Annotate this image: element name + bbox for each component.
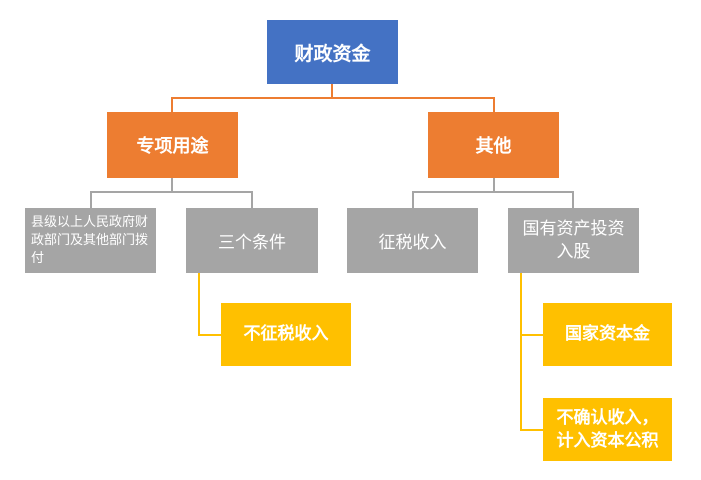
connector-conditions-leaf [198,273,221,336]
node-non-taxable-income: 不征税收入 [221,303,351,366]
connector-equity-leaves [520,273,543,431]
node-government-allocation: 县级以上人民政府财政部门及其他部门拨付 [25,208,156,273]
node-state-equity-investment: 国有资产投资入股 [508,208,639,273]
connector-right-bar [412,191,574,208]
node-taxable-income: 征税收入 [347,208,478,273]
node-other: 其他 [428,112,559,178]
node-special-purpose: 专项用途 [107,112,238,178]
connector-root-bar [171,97,495,112]
node-root: 财政资金 [267,20,398,84]
node-three-conditions: 三个条件 [186,208,318,273]
connector-left-bar [90,191,253,208]
node-state-capital: 国家资本金 [543,303,672,366]
node-capital-reserve: 不确认收入，计入资本公积 [543,398,672,461]
